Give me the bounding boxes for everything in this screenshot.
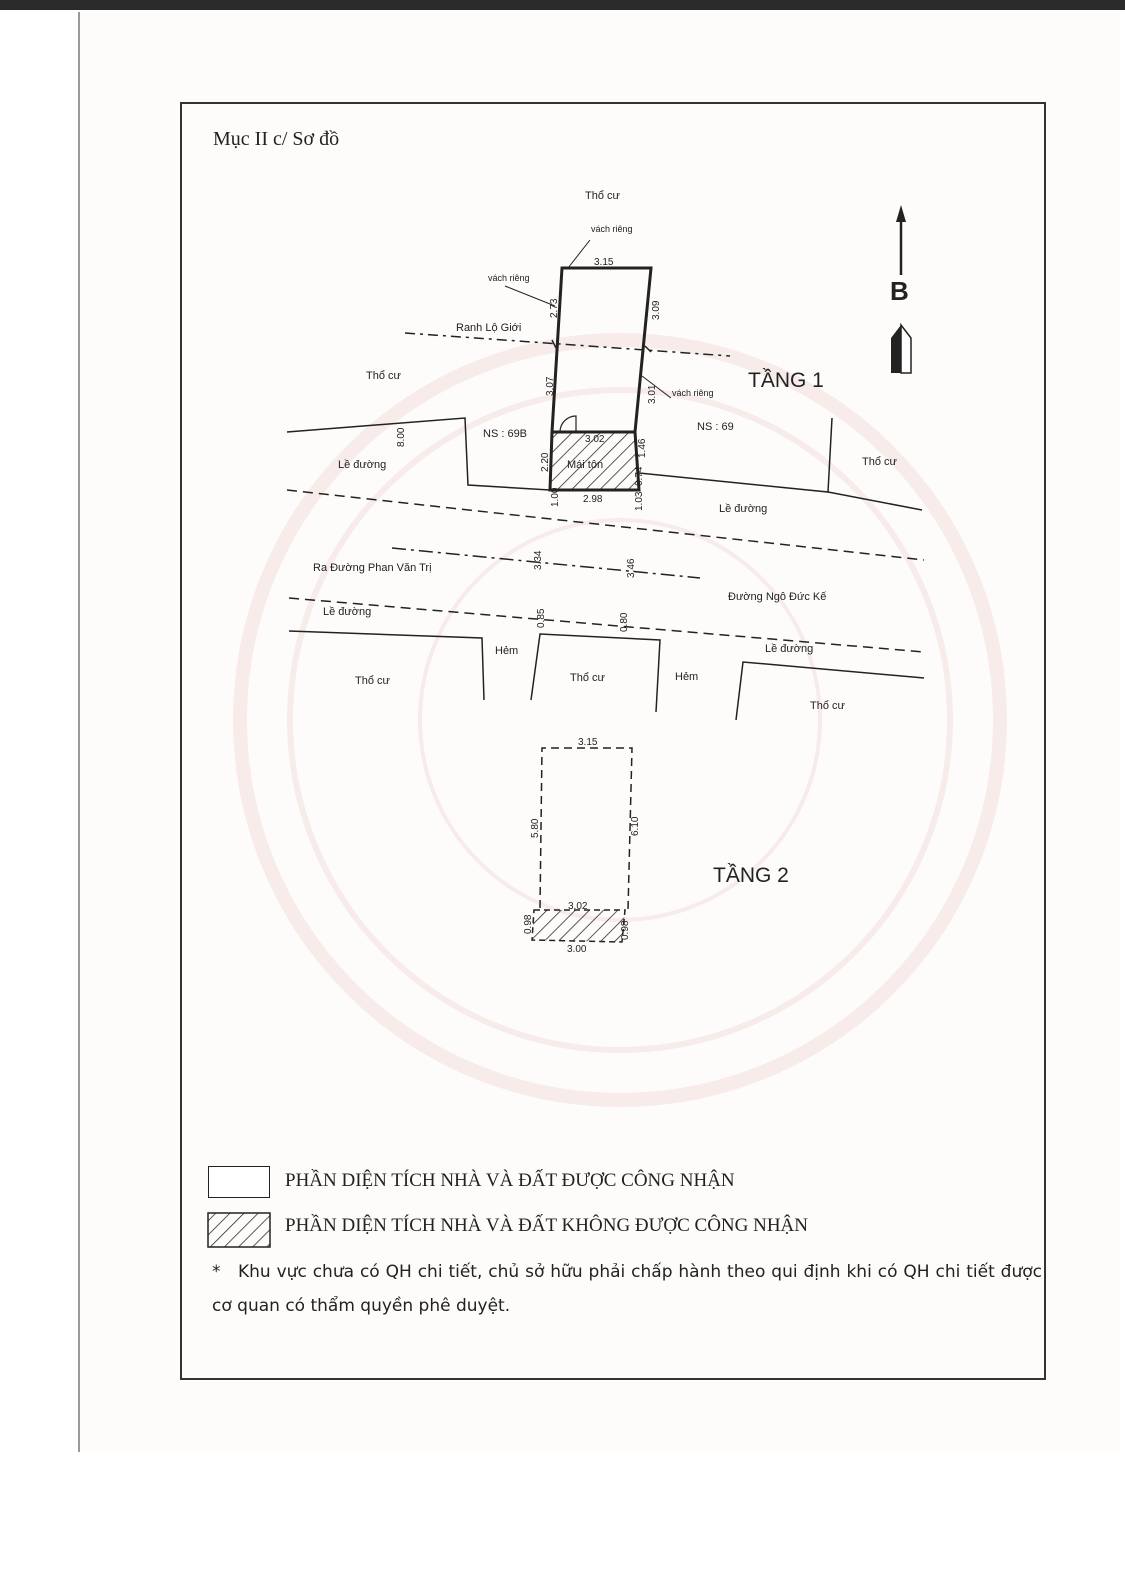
label-le-duong-left: Lề đường [338, 459, 386, 471]
note-star: * [212, 1262, 221, 1282]
label-hem-left: Hẻm [495, 645, 518, 657]
label-duong-ngo: Đường Ngô Đức Kế [728, 591, 826, 603]
dim-f1-road-left: 3.34 [533, 550, 544, 570]
dim-f1-sidewalk-left: 0.85 [536, 608, 547, 628]
label-ns-right: NS : 69 [697, 421, 734, 433]
label-le-duong-bottom-left: Lề đường [323, 606, 371, 618]
label-tho-cu-br: Thổ cư [810, 700, 846, 712]
label-tho-cu-bm: Thổ cư [570, 672, 606, 684]
dim-f1-left-low: 1.00 [550, 487, 561, 507]
note-text: Khu vực chưa có QH chi tiết, chủ sở hữu … [212, 1262, 1042, 1316]
document-sheet [78, 12, 1120, 1452]
dim-f2-left-hatch: 0.98 [523, 914, 534, 934]
ranh-lo-gioi-line [404, 332, 731, 357]
dim-f1-right-hatch: 1.46 [637, 438, 648, 458]
planning-note: *Khu vực chưa có QH chi tiết, chủ sở hữu… [212, 1255, 1042, 1323]
dim-f1-sidewalk-right: 0.80 [619, 612, 630, 632]
label-vach-rieng-left: vách riêng [488, 273, 530, 283]
label-tho-cu-right: Thổ cư [862, 456, 898, 468]
floor2-outline-dashed [539, 747, 633, 911]
diagram-frame [180, 102, 1046, 1380]
dim-f1-right-mid: 3.01 [647, 384, 658, 404]
north-letter: B [890, 276, 909, 306]
dim-f1-lot-width-left: 8.00 [396, 427, 407, 447]
dim-f1-right-upper: 3.09 [651, 300, 662, 320]
dim-f1-top-width: 3.15 [594, 257, 614, 268]
dim-f1-right-low-b: 0.74 [634, 466, 645, 486]
scan-top-border [0, 0, 1125, 10]
section-title: Mục II c/ Sơ đồ [213, 128, 340, 150]
north-arrow-icon [891, 205, 912, 374]
floor2-plan [531, 747, 633, 943]
dim-f1-inner-width: 3.02 [585, 434, 605, 445]
legend-swatch-recognized [208, 1166, 270, 1198]
legend-swatch-not-recognized [207, 1212, 271, 1248]
label-le-duong-mid: Lề đường [719, 503, 767, 515]
floor2-title: TẦNG 2 [713, 864, 789, 887]
label-tho-cu-left: Thổ cư [366, 370, 402, 382]
dim-f1-left-upper: 2.73 [549, 298, 560, 318]
dim-f1-left-mid: 3.07 [545, 376, 556, 396]
floor2-hatched-area [531, 909, 626, 943]
dim-f2-right-hatch: 0.98 [620, 920, 631, 940]
label-vach-rieng-top: vách riêng [591, 224, 633, 234]
floor1-dimensions: 3.15 2.73 3.09 3.07 3.01 3.02 2.20 1.46 … [396, 257, 662, 632]
dim-f1-road-right: 3.46 [626, 558, 637, 578]
label-tho-cu-bl: Thổ cư [355, 675, 391, 687]
dim-f1-right-low-a: 1.03 [634, 491, 645, 511]
legend-recognized-label: PHẦN DIỆN TÍCH NHÀ VÀ ĐẤT ĐƯỢC CÔNG NHẬN [285, 1170, 735, 1191]
label-hem-right: Hẻm [675, 671, 698, 683]
label-tho-cu-top: Thổ cư [585, 190, 621, 202]
floor1-labels: TẦNG 1 Thổ cư vách riêng vách riêng vách… [313, 190, 898, 712]
floor1-plan [286, 239, 925, 721]
dim-f1-bottom-width: 2.98 [583, 494, 603, 505]
dim-f2-top-width: 3.15 [578, 737, 598, 748]
label-ra-duong: Ra Đường Phan Văn Trị [313, 562, 432, 574]
dim-f2-bottom-width: 3.00 [567, 944, 587, 955]
label-ranh-lo-gioi: Ranh Lộ Giới [456, 322, 521, 334]
legend-not-recognized-label: PHẦN DIỆN TÍCH NHÀ VÀ ĐẤT KHÔNG ĐƯỢC CÔN… [285, 1215, 808, 1236]
floor2-dimensions: 3.15 5.80 6.10 3.02 0.98 0.98 3.00 [523, 737, 641, 955]
dim-f2-right-side: 6.10 [630, 816, 641, 836]
watermark-seal [233, 333, 1007, 1107]
label-ns-left: NS : 69B [483, 428, 527, 440]
floor1-hatched-area [548, 431, 641, 491]
floor2-labels: TẦNG 2 [713, 864, 789, 887]
door-arc [559, 415, 577, 433]
label-mai-ton: Mái tôn [567, 459, 603, 471]
left-neighbour-boundary [286, 417, 551, 491]
floor1-title: TẦNG 1 [748, 369, 824, 392]
dim-f2-inner-width: 3.02 [568, 901, 588, 912]
dim-f2-left-side: 5.80 [530, 818, 541, 838]
dim-f1-left-hatch: 2.20 [540, 452, 551, 472]
right-neighbour-boundary [638, 417, 833, 493]
label-le-duong-bottom-right: Lề đường [765, 643, 813, 655]
label-vach-rieng-right: vách riêng [672, 388, 714, 398]
